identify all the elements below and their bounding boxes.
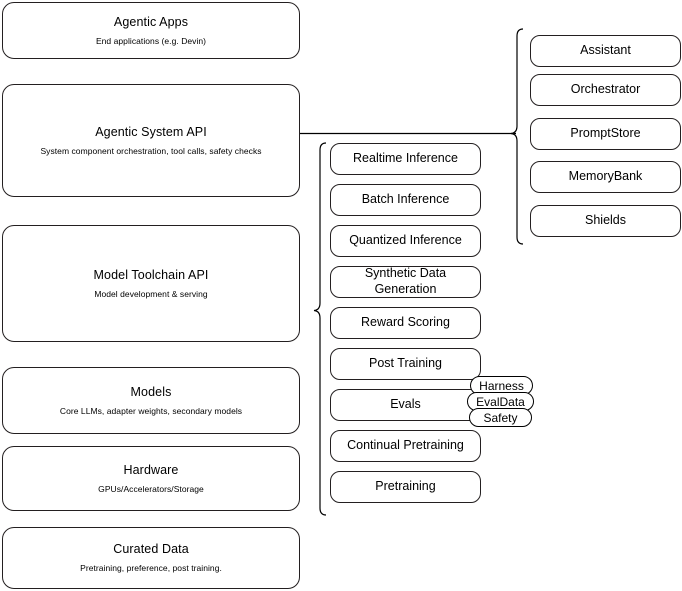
chip-label: MemoryBank: [568, 169, 643, 184]
layer-subtitle: System component orchestration, tool cal…: [40, 145, 262, 156]
pill-label: Safety: [483, 410, 518, 425]
layer-title: Model Toolchain API: [93, 267, 209, 282]
toolchain-chip-synthetic-data-generation[interactable]: Synthetic Data Generation: [330, 266, 481, 298]
layer-model-toolchain-api[interactable]: Model Toolchain API Model development & …: [2, 225, 300, 342]
chip-label: Post Training: [369, 356, 442, 371]
layer-subtitle: Pretraining, preference, post training.: [80, 563, 222, 573]
chip-label: Shields: [585, 213, 626, 228]
toolchain-chip-post-training[interactable]: Post Training: [330, 348, 481, 380]
layer-subtitle: Model development & serving: [94, 288, 208, 299]
chip-label: Batch Inference: [361, 192, 450, 207]
chip-label: Orchestrator: [570, 82, 641, 97]
evals-pill-safety[interactable]: Safety: [469, 408, 532, 427]
chip-label: Evals: [390, 397, 421, 412]
chip-label: Assistant: [580, 43, 631, 58]
layer-hardware[interactable]: Hardware GPUs/Accelerators/Storage: [2, 446, 300, 511]
layer-title: Models: [130, 384, 172, 399]
system-chip-promptstore[interactable]: PromptStore: [530, 118, 681, 150]
toolchain-components-brace: [313, 142, 327, 516]
layer-curated-data[interactable]: Curated Data Pretraining, preference, po…: [2, 527, 300, 589]
pill-label: Harness: [479, 378, 524, 393]
system-chip-memorybank[interactable]: MemoryBank: [530, 161, 681, 193]
toolchain-chip-pretraining[interactable]: Pretraining: [330, 471, 481, 503]
chip-label: Synthetic Data Generation: [364, 266, 447, 296]
chip-label: Realtime Inference: [353, 151, 458, 166]
layer-subtitle: Core LLMs, adapter weights, secondary mo…: [59, 405, 243, 416]
system-chip-shields[interactable]: Shields: [530, 205, 681, 237]
chip-label: Quantized Inference: [349, 233, 462, 248]
toolchain-chip-evals[interactable]: Evals: [330, 389, 481, 421]
layer-agentic-system-api[interactable]: Agentic System API System component orch…: [2, 84, 300, 197]
pill-label: EvalData: [476, 394, 525, 409]
chip-label: PromptStore: [570, 126, 641, 141]
system-chip-orchestrator[interactable]: Orchestrator: [530, 74, 681, 106]
layer-agentic-apps[interactable]: Agentic Apps End applications (e.g. Devi…: [2, 2, 300, 59]
chip-label: Reward Scoring: [361, 315, 450, 330]
layer-title: Agentic System API: [95, 124, 207, 139]
system-components-brace: [510, 28, 524, 245]
chip-label: Pretraining: [375, 479, 436, 494]
layer-models[interactable]: Models Core LLMs, adapter weights, secon…: [2, 367, 300, 434]
toolchain-chip-batch-inference[interactable]: Batch Inference: [330, 184, 481, 216]
chip-label: Continual Pretraining: [347, 438, 464, 453]
toolchain-chip-quantized-inference[interactable]: Quantized Inference: [330, 225, 481, 257]
system-chip-assistant[interactable]: Assistant: [530, 35, 681, 67]
layer-subtitle: End applications (e.g. Devin): [95, 35, 207, 46]
layer-subtitle: GPUs/Accelerators/Storage: [98, 483, 204, 494]
toolchain-chip-reward-scoring[interactable]: Reward Scoring: [330, 307, 481, 339]
toolchain-chip-realtime-inference[interactable]: Realtime Inference: [330, 143, 481, 175]
layer-title: Curated Data: [113, 542, 189, 557]
toolchain-chip-continual-pretraining[interactable]: Continual Pretraining: [330, 430, 481, 462]
layer-title: Agentic Apps: [113, 14, 189, 29]
layer-title: Hardware: [123, 462, 179, 477]
